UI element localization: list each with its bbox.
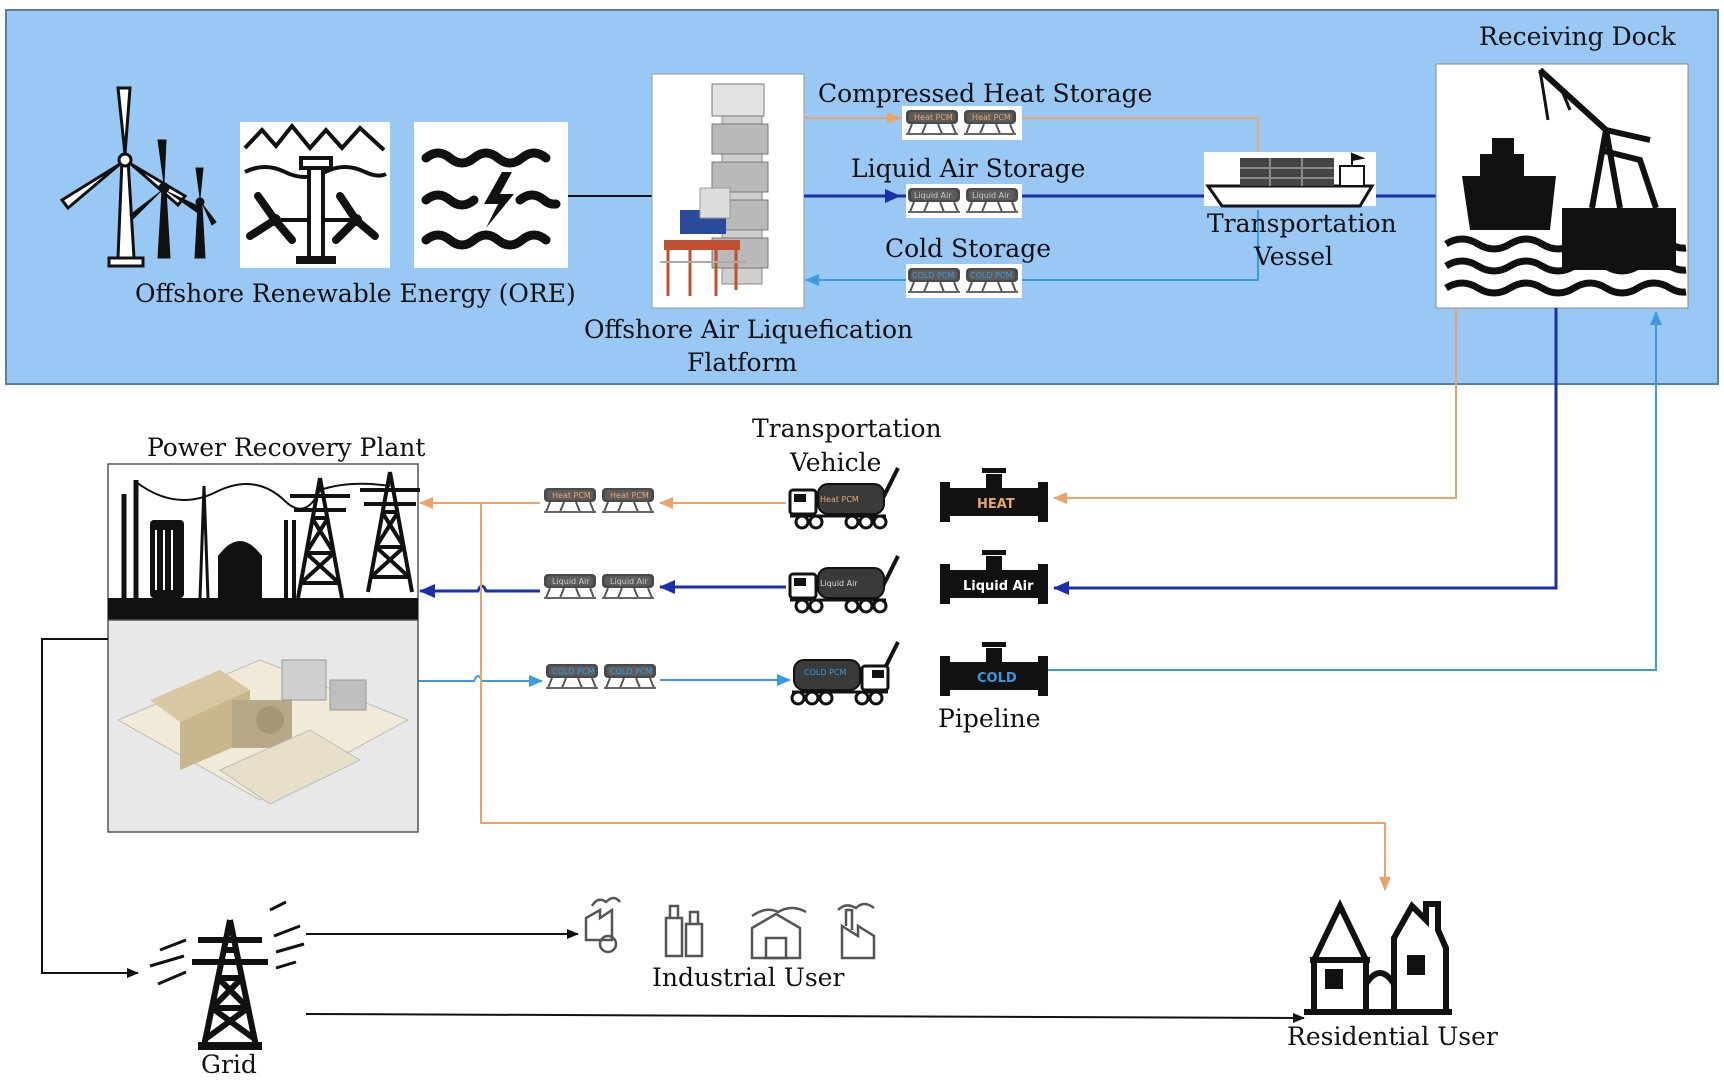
svg-text:Liquid Air: Liquid Air bbox=[972, 191, 1010, 200]
cold-container-onshore-icon: COLD PCM COLD PCM bbox=[545, 663, 657, 689]
svg-text:Heat PCM: Heat PCM bbox=[610, 491, 649, 500]
svg-text:Liquid Air: Liquid Air bbox=[552, 577, 590, 586]
svg-text:Heat PCM: Heat PCM bbox=[820, 495, 859, 504]
svg-text:Heat PCM: Heat PCM bbox=[552, 491, 591, 500]
grid-to-residential-arrow bbox=[305, 1012, 1305, 1023]
wind-turbine-icon bbox=[59, 86, 217, 268]
truck-icon-cold bbox=[790, 658, 890, 706]
heat-to-residential-line bbox=[480, 503, 1391, 891]
liquid-container-onshore-icon: Liquid Air Liquid Air bbox=[543, 573, 655, 599]
svg-text:COLD PCM: COLD PCM bbox=[610, 667, 652, 676]
industrial-label: Industrial User bbox=[652, 963, 844, 992]
platform-label-line1: Offshore Air Liquefication bbox=[584, 315, 913, 344]
wave-energy-icon bbox=[414, 122, 568, 268]
svg-text:COLD PCM: COLD PCM bbox=[552, 667, 594, 676]
dock-heat-line bbox=[1053, 308, 1457, 504]
vehicle-label-line1: Transportation bbox=[752, 414, 942, 443]
vessel-label-line2: Vessel bbox=[1253, 242, 1333, 271]
truck-icon-heat: Heat PCM bbox=[788, 482, 888, 530]
dock-cold-return-line bbox=[1048, 311, 1662, 671]
dock-crane-icon bbox=[1435, 63, 1689, 309]
substation-icon bbox=[107, 463, 422, 621]
svg-text:Liquid Air: Liquid Air bbox=[963, 579, 1034, 594]
svg-text:Liquid Air: Liquid Air bbox=[914, 191, 952, 200]
vehicle-label-line2: Vehicle bbox=[789, 448, 881, 477]
compressed-heat-label: Compressed Heat Storage bbox=[818, 79, 1152, 108]
cold-storage-label: Cold Storage bbox=[885, 234, 1051, 263]
svg-text:COLD: COLD bbox=[977, 671, 1017, 686]
platform-label-line2: Flatform bbox=[687, 348, 798, 377]
svg-text:HEAT: HEAT bbox=[977, 497, 1015, 512]
factory-icon bbox=[584, 896, 876, 960]
tidal-turbine-icon bbox=[240, 122, 390, 268]
svg-text:Heat PCM: Heat PCM bbox=[972, 113, 1011, 122]
truck-icon-liquid: Liquid Air bbox=[788, 566, 888, 614]
house-icon bbox=[1304, 899, 1452, 1015]
svg-text:Heat PCM: Heat PCM bbox=[914, 113, 953, 122]
heat-container-onshore-icon: Heat PCM Heat PCM bbox=[543, 487, 655, 513]
plant-to-grid-line bbox=[41, 638, 139, 978]
dock-liquid-line bbox=[1053, 308, 1558, 595]
ship-icon bbox=[1204, 152, 1376, 208]
ore-label: Offshore Renewable Energy (ORE) bbox=[135, 279, 576, 308]
pylon-icon bbox=[149, 900, 305, 1050]
pipe-valve-icon-liquid: Liquid Air bbox=[940, 550, 1048, 604]
plant-label: Power Recovery Plant bbox=[147, 433, 425, 462]
plant-render-icon bbox=[107, 619, 419, 833]
heat-container-icon: Heat PCM Heat PCM bbox=[902, 106, 1022, 140]
svg-text:Liquid Air: Liquid Air bbox=[820, 579, 858, 588]
svg-text:COLD PCM: COLD PCM bbox=[804, 668, 846, 677]
liquid-air-container-icon: Liquid Air Liquid Air bbox=[906, 184, 1022, 218]
platform-render-icon bbox=[651, 73, 805, 309]
svg-text:COLD PCM: COLD PCM bbox=[912, 271, 954, 280]
residential-label: Residential User bbox=[1287, 1022, 1498, 1051]
liquid-air-storage-label: Liquid Air Storage bbox=[851, 154, 1085, 183]
vessel-label-line1: Transportation bbox=[1207, 209, 1397, 238]
dock-label: Receiving Dock bbox=[1479, 22, 1677, 51]
svg-text:Liquid Air: Liquid Air bbox=[610, 577, 648, 586]
cold-container-icon: COLD PCM COLD PCM bbox=[906, 264, 1022, 298]
pipeline-label: Pipeline bbox=[938, 704, 1041, 733]
grid-label: Grid bbox=[201, 1050, 257, 1079]
pipe-valve-icon-heat: HEAT bbox=[940, 468, 1048, 522]
svg-text:COLD PCM: COLD PCM bbox=[970, 271, 1012, 280]
pipe-valve-icon-cold: COLD bbox=[940, 642, 1048, 696]
